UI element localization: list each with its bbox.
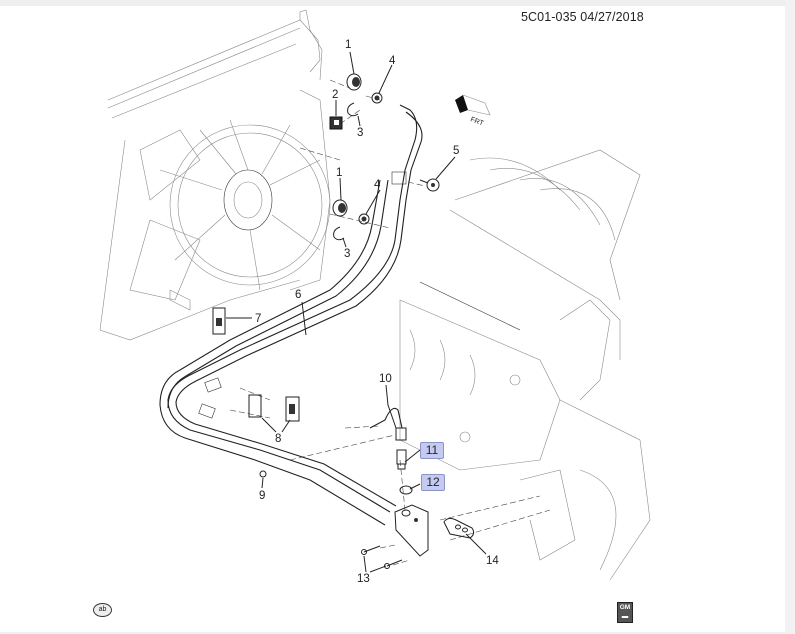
gm-logo-bar: ▬: [621, 613, 629, 620]
part-4-nut-upper: [371, 92, 383, 104]
part-14-gasket: [443, 517, 475, 539]
part-5-bolt: [419, 178, 440, 192]
part-cooler-block: [394, 504, 429, 557]
callout-5: 5: [453, 145, 459, 157]
part-13-bolts: [361, 545, 403, 569]
leader-lines: [226, 51, 487, 573]
part-9-nut: [259, 470, 267, 478]
front-direction-arrow-icon: FRT: [455, 94, 491, 128]
document-id-date: 5C01-035 04/27/2018: [521, 10, 644, 24]
callout-11-highlighted[interactable]: 11: [420, 442, 444, 459]
callout-7: 7: [255, 313, 261, 325]
part-3-retainer-lower: [333, 226, 345, 241]
callout-4-lower: 4: [374, 179, 381, 191]
part-7-clip: [212, 307, 226, 335]
part-11-sensor: [396, 449, 407, 470]
part-10-hose: [369, 407, 407, 441]
engine-block: [399, 149, 651, 581]
part-2-clip: [329, 116, 343, 130]
transmission-cooler-lines: [159, 104, 423, 526]
callout-1-lower: 1: [336, 167, 342, 179]
callout-2: 2: [332, 89, 338, 101]
part-1-seal-upper: [346, 73, 362, 91]
ab-badge-icon: ab: [93, 603, 112, 617]
top-border: [0, 0, 795, 6]
part-4-nut-lower: [358, 213, 370, 225]
callout-3-lower: 3: [344, 248, 350, 260]
callout-6: 6: [295, 289, 301, 301]
gm-logo-text: GM: [619, 604, 631, 611]
callout-14: 14: [486, 555, 499, 567]
gm-logo-icon: GM ▬: [617, 602, 633, 623]
part-1-seal-lower: [332, 199, 348, 217]
callout-1-upper: 1: [345, 39, 351, 51]
radiator-fan-assembly: [99, 9, 331, 341]
part-3-retainer-upper: [347, 102, 359, 117]
callout-12-highlighted[interactable]: 12: [421, 474, 445, 491]
scrollbar-track[interactable]: [785, 0, 795, 634]
callout-10: 10: [379, 373, 392, 385]
callout-13: 13: [357, 573, 370, 585]
callout-9: 9: [259, 490, 265, 502]
callout-8: 8: [275, 433, 281, 445]
callout-3-upper: 3: [357, 127, 363, 139]
svg-text:FRT: FRT: [469, 116, 485, 127]
part-12-washer: [399, 485, 413, 495]
part-8-clips: [248, 394, 300, 422]
callout-4-upper: 4: [389, 55, 396, 67]
